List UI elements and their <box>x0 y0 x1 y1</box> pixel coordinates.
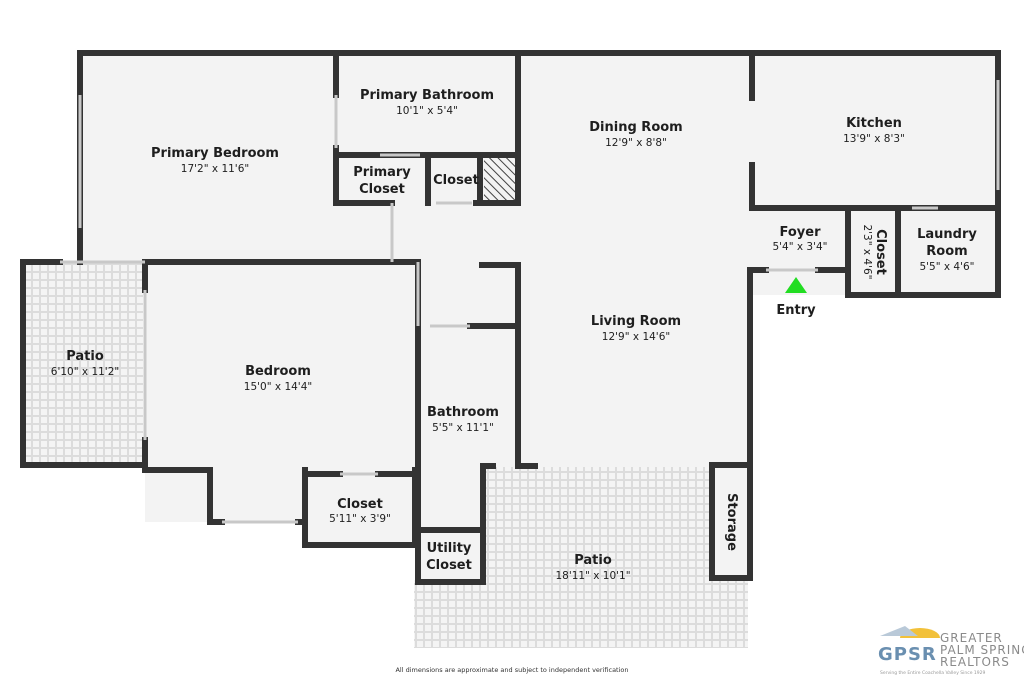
svg-text:Bedroom: Bedroom <box>245 364 311 379</box>
room-closet-bedroom: Closet 5'11" x 3'9" <box>329 497 391 525</box>
svg-text:Laundry: Laundry <box>917 227 977 242</box>
floor-fills <box>80 53 998 580</box>
room-primary-closet: Primary Closet <box>353 165 411 197</box>
patio-west-area <box>23 262 143 465</box>
svg-text:12'9" x 14'6": 12'9" x 14'6" <box>602 331 670 343</box>
svg-text:2'3" x 4'6": 2'3" x 4'6" <box>861 224 873 279</box>
walls <box>20 50 1001 585</box>
svg-text:Closet: Closet <box>426 558 472 573</box>
svg-text:Closet: Closet <box>359 182 405 197</box>
svg-text:Storage: Storage <box>724 493 739 551</box>
shaft-hatch <box>484 157 516 203</box>
svg-text:15'0" x 14'4": 15'0" x 14'4" <box>244 381 312 393</box>
svg-text:GPSR: GPSR <box>878 644 937 665</box>
svg-text:Bathroom: Bathroom <box>427 405 499 420</box>
svg-text:10'1" x 5'4": 10'1" x 5'4" <box>396 105 458 117</box>
patio-south-area <box>414 467 748 648</box>
svg-text:PALM SPRINGS: PALM SPRINGS <box>940 643 1024 657</box>
svg-text:17'2" x 11'6": 17'2" x 11'6" <box>181 163 249 175</box>
room-closet-a: Closet <box>433 173 479 188</box>
svg-text:Primary Bedroom: Primary Bedroom <box>151 146 279 161</box>
svg-text:GREATER: GREATER <box>940 631 1003 645</box>
svg-text:13'9" x 8'3": 13'9" x 8'3" <box>843 133 905 145</box>
svg-text:Closet: Closet <box>873 229 888 275</box>
svg-text:5'5" x 11'1": 5'5" x 11'1" <box>432 422 494 434</box>
room-utility-closet: Utility Closet <box>426 541 472 573</box>
svg-text:Primary: Primary <box>353 165 411 180</box>
room-patio-west: Patio 6'10" x 11'2" <box>51 349 119 378</box>
room-kitchen: Kitchen 13'9" x 8'3" <box>843 116 905 145</box>
room-foyer: Foyer 5'4" x 3'4" <box>772 225 827 253</box>
svg-text:5'5" x 4'6": 5'5" x 4'6" <box>919 261 974 273</box>
svg-text:Foyer: Foyer <box>780 225 822 240</box>
svg-text:5'4" x 3'4": 5'4" x 3'4" <box>772 241 827 253</box>
svg-text:Room: Room <box>926 244 967 259</box>
svg-text:Serving the Entire Coachella V: Serving the Entire Coachella Valley Sinc… <box>880 670 986 676</box>
room-patio-south: Patio 18'11" x 10'1" <box>555 553 630 582</box>
room-primary-bathroom: Primary Bathroom 10'1" x 5'4" <box>360 88 494 117</box>
room-laundry-room: Laundry Room 5'5" x 4'6" <box>917 227 977 273</box>
disclaimer-text: All dimensions are approximate and subje… <box>395 666 628 674</box>
svg-text:REALTORS: REALTORS <box>940 655 1010 669</box>
svg-text:18'11" x 10'1": 18'11" x 10'1" <box>555 570 630 582</box>
svg-text:Living Room: Living Room <box>591 314 681 329</box>
room-primary-bedroom: Primary Bedroom 17'2" x 11'6" <box>151 146 279 175</box>
svg-text:Entry: Entry <box>776 303 816 318</box>
svg-text:Kitchen: Kitchen <box>846 116 902 131</box>
room-dining-room: Dining Room 12'9" x 8'8" <box>589 120 682 149</box>
room-bathroom: Bathroom 5'5" x 11'1" <box>427 405 499 434</box>
svg-text:Closet: Closet <box>433 173 479 188</box>
svg-text:6'10" x 11'2": 6'10" x 11'2" <box>51 366 119 378</box>
room-storage: Storage <box>724 493 739 551</box>
svg-text:5'11" x 3'9": 5'11" x 3'9" <box>329 513 391 525</box>
windows <box>60 80 1000 524</box>
entry-marker: Entry <box>776 277 816 318</box>
svg-text:Patio: Patio <box>574 553 612 568</box>
room-closet-foyer: Closet 2'3" x 4'6" <box>861 224 888 279</box>
gpsr-logo: GPSR GREATER PALM SPRINGS REALTORS Servi… <box>878 626 1024 676</box>
room-living-room: Living Room 12'9" x 14'6" <box>591 314 681 343</box>
svg-text:Primary Bathroom: Primary Bathroom <box>360 88 494 103</box>
svg-text:Utility: Utility <box>427 541 472 556</box>
svg-text:12'9" x 8'8": 12'9" x 8'8" <box>605 137 667 149</box>
room-bedroom: Bedroom 15'0" x 14'4" <box>244 364 312 393</box>
svg-text:Patio: Patio <box>66 349 104 364</box>
svg-text:Closet: Closet <box>337 497 383 512</box>
svg-text:Dining Room: Dining Room <box>589 120 682 135</box>
